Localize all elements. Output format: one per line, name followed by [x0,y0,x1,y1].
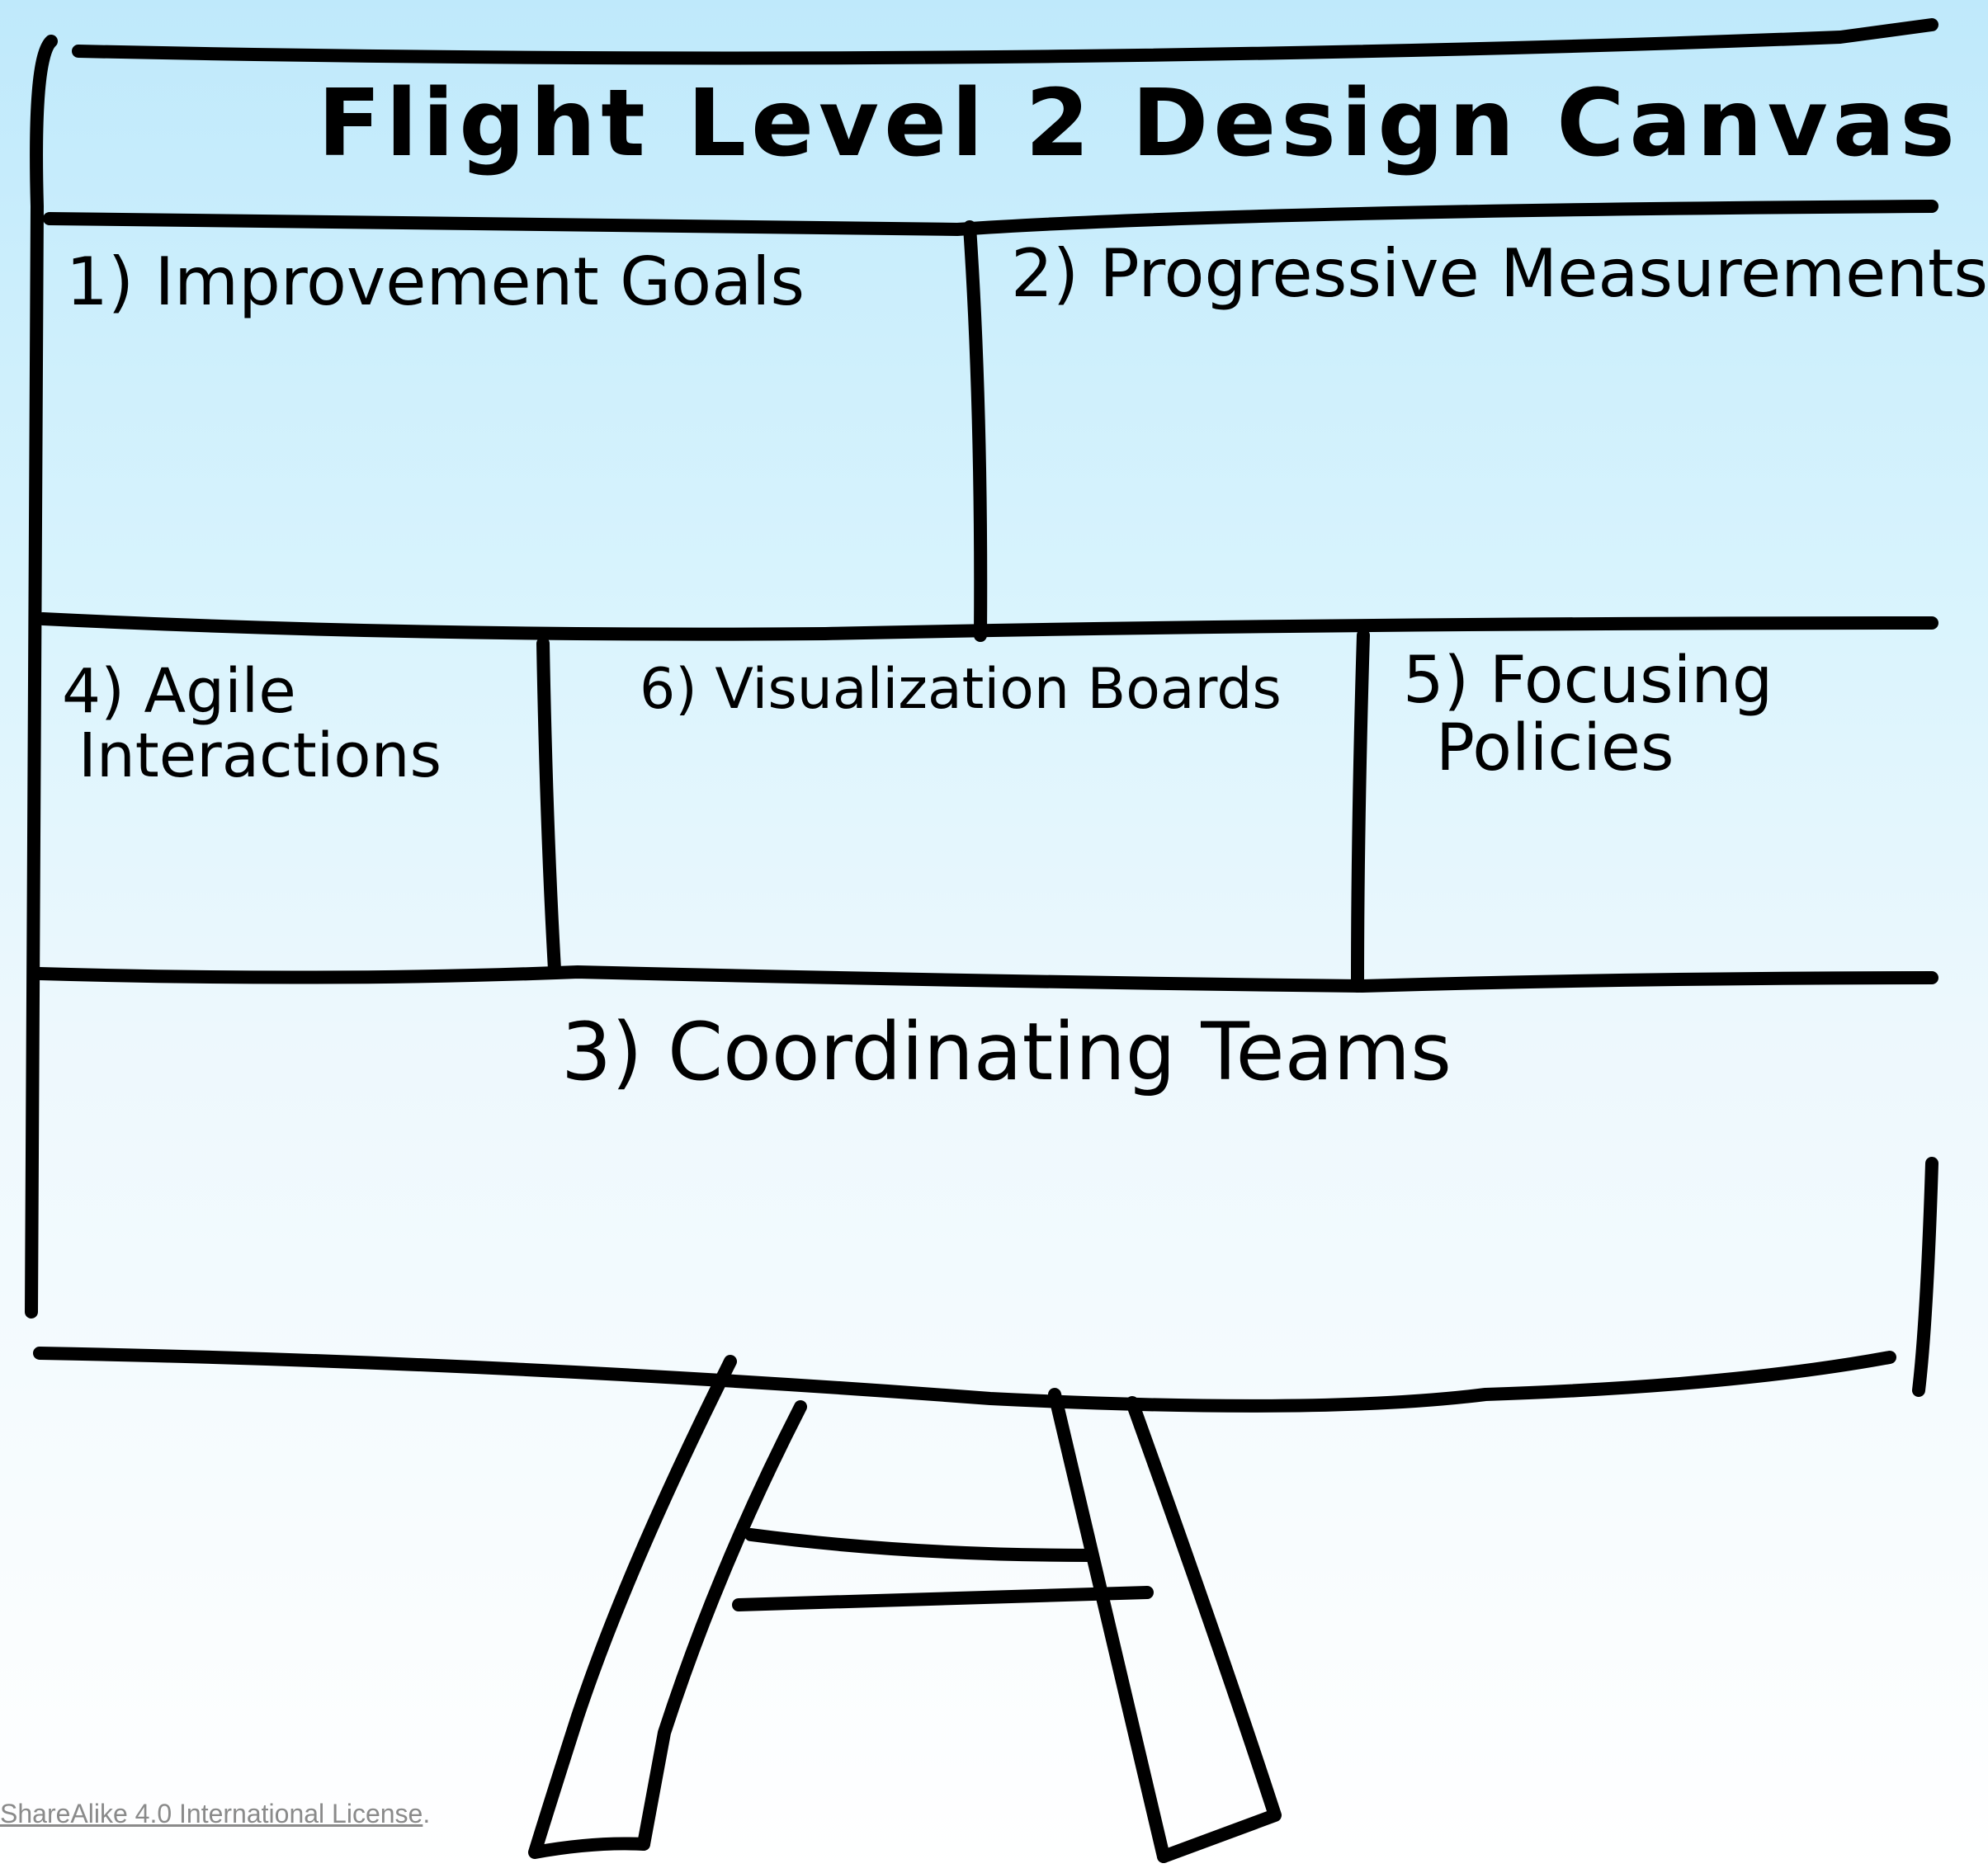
board-top-edge [72,18,1938,65]
divider-title [43,200,1938,236]
canvas-title: Flight Level 2 Design Canvas [318,70,1960,177]
license-link[interactable]: ShareAlike 4.0 International License [0,1799,423,1828]
license-notice: ShareAlike 4.0 International License. [0,1799,430,1829]
easel-leg-right-inner [1048,1388,1170,1863]
divider-goals-measurements [963,220,988,642]
easel-leg-left-inner [637,1400,807,1851]
board-bottom-edge [33,1347,1896,1413]
section-agile-interactions-line2: Interactions [78,719,442,791]
section-coordinating-teams: 3) Coordinating Teams [561,1006,1452,1098]
section-focusing-policies: 5) Focusing Policies [1403,644,1773,786]
divider-visualization-focusing [1351,629,1370,993]
section-agile-interactions-line1: 4) Agile [62,656,296,727]
easel-crossbar-lower [732,1586,1154,1611]
easel-crossbar-upper [744,1528,1096,1562]
section-progressive-measurements: 2) Progressive Measurements [1011,235,1988,312]
divider-agile-visualization [536,637,561,976]
section-improvement-goals: 1) Improvement Goals [66,243,805,320]
canvas-drawing [25,18,1938,1863]
easel-leg-left-outer [528,1355,737,1859]
divider-upper [36,612,1938,641]
section-visualization-boards: 6) Visualization Boards [640,657,1282,722]
board-left-edge [25,35,58,1319]
section-agile-interactions: 4) Agile Interactions [62,656,442,791]
board-right-edge [1912,1157,1938,1397]
easel-leg-right-outer [1126,1396,1282,1863]
divider-lower [33,965,1938,993]
section-focusing-policies-line1: 5) Focusing [1403,644,1773,718]
license-suffix: . [423,1799,431,1828]
section-focusing-policies-line2: Policies [1436,710,1674,786]
